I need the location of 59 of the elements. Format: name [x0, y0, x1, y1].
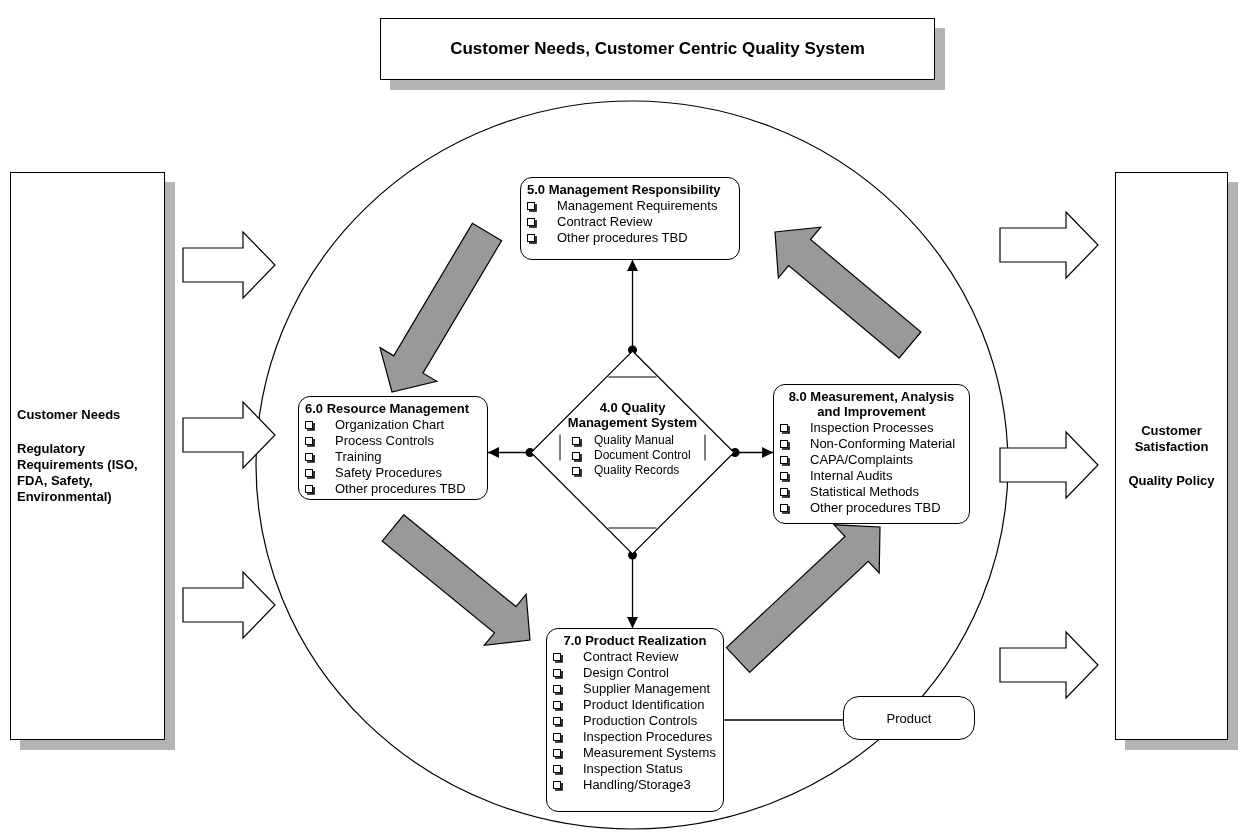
list-item: Training [335, 449, 382, 464]
process-box [298, 396, 488, 500]
arrow [730, 447, 774, 458]
block-arrow [725, 524, 881, 674]
block-arrow [999, 210, 1099, 280]
list-item: Inspection Processes [810, 420, 934, 435]
circle-outline [255, 100, 1009, 830]
process-box [773, 384, 970, 524]
title-text: Customer Needs, Customer Centric Quality System [450, 39, 865, 59]
list-item: Other procedures TBD [335, 481, 466, 496]
arrow [627, 259, 638, 355]
list-item: Process Controls [335, 433, 434, 448]
arrow [627, 550, 638, 629]
diamond-box [530, 350, 735, 555]
list-item: Internal Audits [810, 468, 893, 483]
arrow [487, 447, 535, 458]
block-arrow [182, 400, 276, 470]
panel-text: Regulatory Requirements (ISO, FDA, Safety, Environmental) [17, 441, 139, 505]
list-item: Quality Records [594, 463, 680, 477]
block-arrow [379, 222, 503, 393]
list-item: Handling/Storage3 [583, 777, 691, 792]
list-item: Measurement Systems [583, 745, 716, 760]
list-item: Document Control [594, 448, 691, 462]
list-item: Contract Review [557, 214, 653, 229]
block-arrow [182, 230, 276, 300]
list-item: Quality Manual [594, 433, 675, 447]
process-box [546, 628, 724, 812]
list-item: Production Controls [583, 713, 698, 728]
box-heading: 4.0 Quality Management System [566, 400, 699, 430]
block-arrow [182, 570, 276, 640]
list-item: Inspection Procedures [583, 729, 713, 744]
block-arrow [381, 514, 531, 647]
list-item: CAPA/Complaints [810, 452, 914, 467]
box-heading: 6.0 Resource Management [305, 401, 470, 416]
box-label: Product [886, 710, 932, 726]
list-item: Other procedures TBD [557, 230, 688, 245]
panel-text: Quality Policy [1127, 473, 1216, 489]
block-arrow [999, 630, 1099, 700]
panel-text: Customer Satisfaction [1133, 423, 1210, 455]
list-item: Inspection Status [583, 761, 683, 776]
list-item: Non-Conforming Material [810, 436, 956, 451]
block-arrow [999, 430, 1099, 500]
list-item: Statistical Methods [810, 484, 920, 499]
process-box [520, 177, 740, 260]
panel-text: Customer Needs [17, 407, 122, 423]
block-arrow [774, 226, 922, 359]
list-item: Contract Review [583, 649, 679, 664]
box-heading: 8.0 Measurement, Analysis and Improvement [787, 389, 956, 419]
list-item: Organization Chart [335, 417, 445, 432]
list-item: Design Control [583, 665, 669, 680]
list-item: Supplier Management [583, 681, 711, 696]
list-item: Safety Procedures [335, 465, 442, 480]
box-heading: 7.0 Product Realization [562, 633, 708, 648]
box-heading: 5.0 Management Responsibility [527, 182, 722, 197]
list-item: Product Identification [583, 697, 705, 712]
rounded-box [843, 696, 975, 740]
list-item: Other procedures TBD [810, 500, 941, 515]
list-item: Management Requirements [557, 198, 718, 213]
connector-line [723, 719, 844, 721]
